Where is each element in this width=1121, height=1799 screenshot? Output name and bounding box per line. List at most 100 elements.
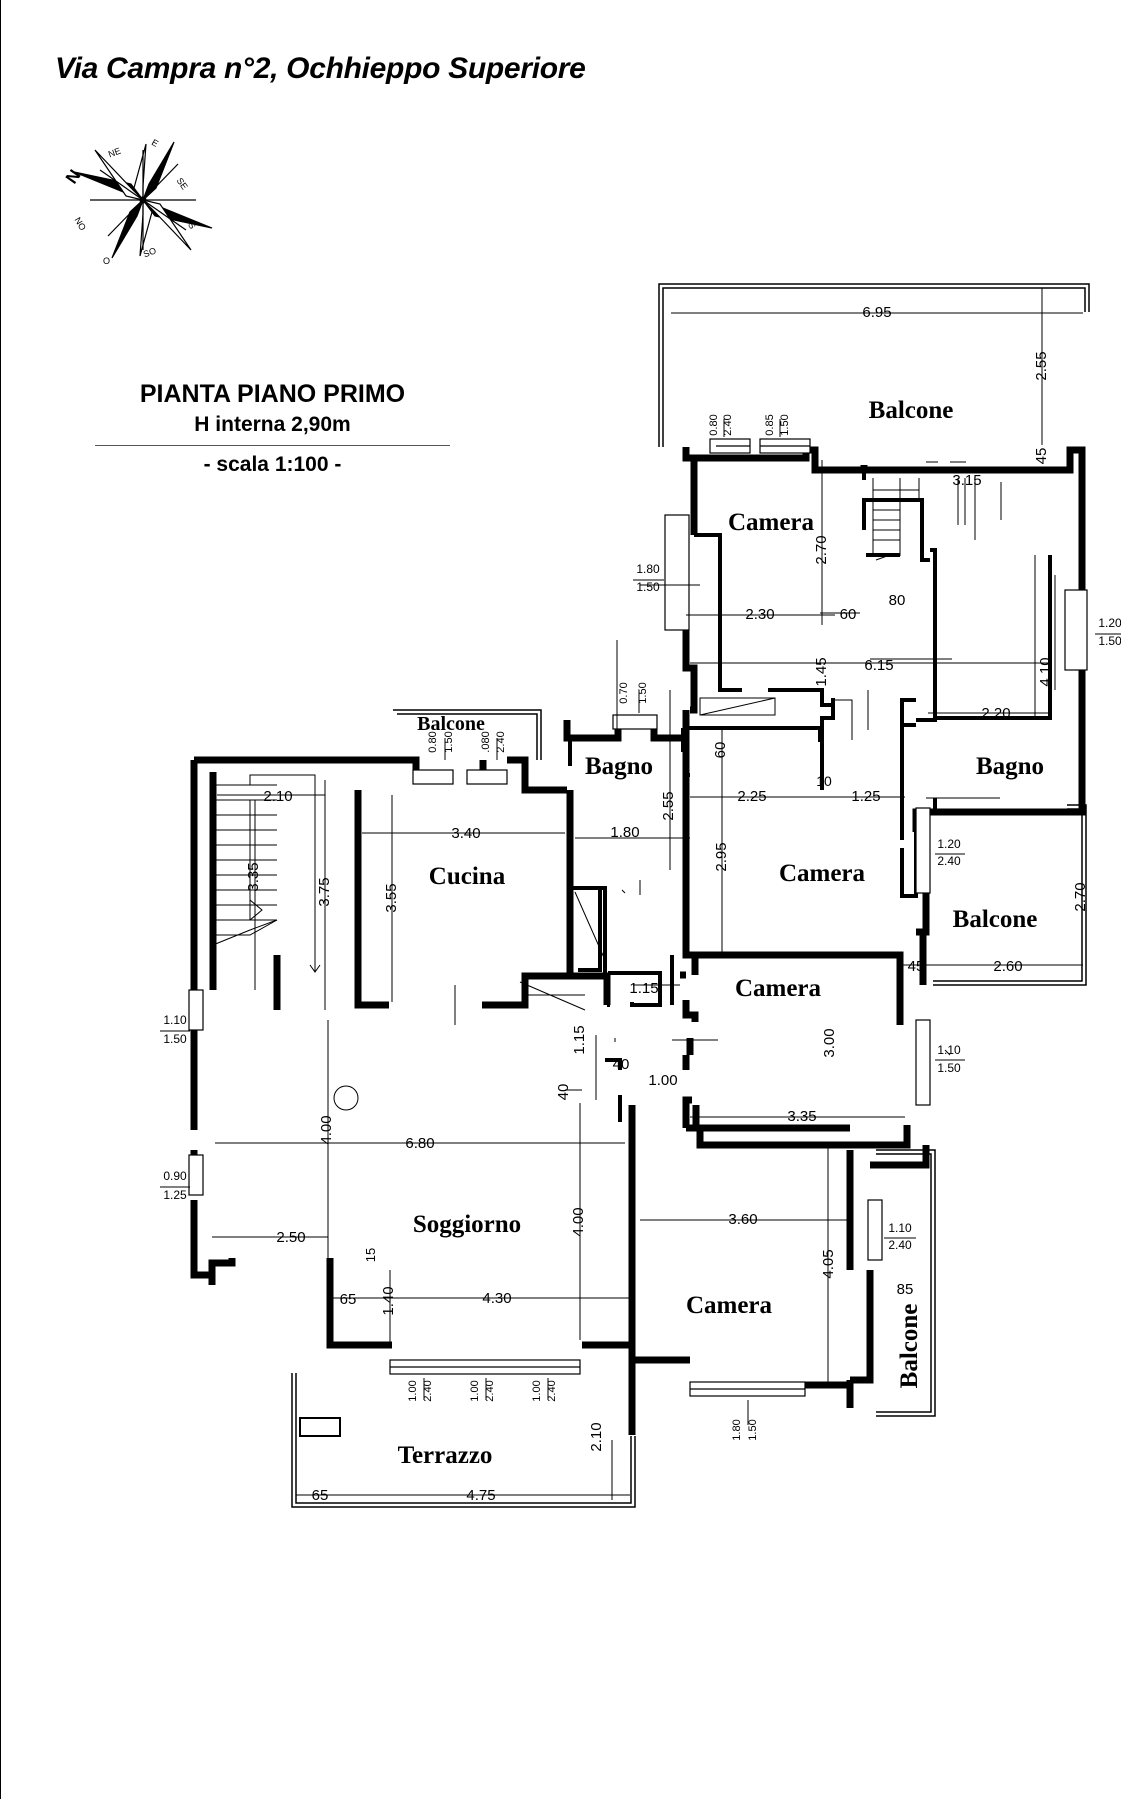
dim-375: 3.75 (316, 877, 333, 906)
opening-070: 0.70 (618, 682, 630, 703)
compass-se: SE (175, 176, 190, 192)
dim-315: 3.15 (952, 472, 981, 489)
dim-430: 4.30 (482, 1290, 511, 1307)
dim-615: 6.15 (864, 657, 893, 674)
compass-no: NO (73, 216, 88, 233)
opening-240b: 2.40 (495, 731, 507, 752)
dim-680: 6.80 (405, 1135, 434, 1152)
compass-n: N (62, 166, 85, 187)
dim-400a: 4.00 (318, 1115, 335, 1144)
opening-090: 0.90 (163, 1169, 187, 1183)
address-title: Via Campra n°2, Ochhieppo Superiore (55, 52, 586, 85)
dim-340: 3.40 (451, 825, 480, 842)
dim-225: 2.25 (737, 788, 766, 805)
room-camera-mid: Camera (779, 860, 866, 887)
room-balcone-small: Balcone (417, 713, 485, 735)
dim-335b: 3.35 (787, 1108, 816, 1125)
opening-150f: 1.50 (163, 1032, 187, 1046)
dim-115a: 1.15 (629, 980, 658, 997)
dim-40a: 40 (613, 1056, 630, 1073)
opening-120a: 1.20 (1098, 616, 1121, 630)
opening-240e: 2.40 (422, 1380, 434, 1401)
opening-180: 1.80 (636, 562, 660, 576)
dim-45a: 45 (1033, 448, 1050, 465)
opening-080c: .080 (480, 731, 492, 752)
dim-335a: 3.35 (245, 862, 262, 891)
room-balcone-top: Balcone (869, 397, 954, 424)
plan-title: PIANTA PIANO PRIMO (139, 380, 406, 408)
opening-120b: 1.20 (937, 837, 961, 851)
opening-180b: 1.80 (731, 1419, 743, 1440)
opening-240a: 2.40 (722, 414, 734, 435)
walls (190, 446, 1086, 1435)
dim-15: 15 (363, 1248, 378, 1262)
dim-295: 2.95 (713, 842, 730, 871)
staircases (212, 461, 966, 973)
opening-150b: 1.50 (636, 580, 660, 594)
compass-o: O (103, 256, 110, 266)
dim-125: 1.25 (851, 788, 880, 805)
opening-100c: 1.00 (531, 1380, 543, 1401)
room-bagno-right: Bagno (976, 753, 1044, 780)
compass-so: SO (142, 245, 158, 259)
opening-085: 0.85 (764, 414, 776, 435)
room-camera-top: Camera (728, 509, 815, 536)
opening-110a: 1.10 (163, 1013, 187, 1027)
opening-150d: 1.50 (637, 682, 649, 703)
opening-240f: 2.40 (484, 1380, 496, 1401)
dim-255b: 2.55 (660, 791, 677, 820)
dim-65a: 65 (340, 1291, 357, 1308)
dim-400b: 4.00 (570, 1207, 587, 1236)
opening-150e: 1.50 (443, 731, 455, 752)
room-camera-bottom: Camera (686, 1292, 773, 1319)
dim-230: 2.30 (745, 606, 774, 623)
room-cucina: Cucina (429, 863, 506, 890)
dim-85: 85 (897, 1281, 914, 1298)
opening-150g: 1.50 (937, 1061, 961, 1075)
doors-and-fixtures (333, 478, 1002, 1111)
dim-210a: 2.10 (263, 788, 292, 805)
dim-80: 80 (889, 592, 906, 609)
dim-40b: 40 (555, 1084, 572, 1101)
dim-410: 4.10 (1037, 657, 1054, 686)
opening-150c: 1.50 (1098, 634, 1121, 648)
opening-125: 1.25 (163, 1188, 187, 1202)
opening-240g: 2.40 (546, 1380, 558, 1401)
dimension-lines (212, 288, 1083, 1500)
dim-220: 2.20 (981, 705, 1010, 722)
plan-scale: - scala 1:100 - (203, 453, 342, 476)
opening-240d: 2.40 (888, 1238, 912, 1252)
opening-labels: 0.80 2.40 0.85 1.50 1.80 1.50 1.20 1.50 … (163, 414, 1121, 1440)
dim-60b: 60 (712, 742, 729, 759)
opening-080: 0.80 (708, 414, 720, 435)
opening-110c: 1.10 (888, 1221, 912, 1235)
windows (188, 438, 1088, 1397)
opening-label-rules (160, 419, 1121, 1425)
plan-legend: PIANTA PIANO PRIMO H interna 2,90m - sca… (95, 380, 450, 477)
opening-080b: 0.80 (427, 731, 439, 752)
legend-divider (95, 445, 450, 446)
dim-270b: 2.70 (1072, 882, 1089, 911)
dim-405: 4.05 (820, 1249, 837, 1278)
room-balcone-vertical: Balcone (896, 1304, 923, 1389)
compass-e: E (150, 137, 160, 149)
opening-150a: 1.50 (779, 414, 791, 435)
room-camera-small: Camera (735, 975, 822, 1002)
opening-110b: 1.10 (937, 1043, 961, 1057)
dim-140: 1.40 (380, 1286, 397, 1315)
dim-355: 3.55 (383, 883, 400, 912)
compass-ne: NE (107, 146, 122, 160)
page-left-border (0, 0, 1, 1799)
dim-100: 1.00 (648, 1072, 677, 1089)
compass-s: S (186, 220, 198, 230)
dim-255a: 2.55 (1033, 351, 1050, 380)
interior-walls (568, 470, 1052, 1122)
room-bagno-mid: Bagno (585, 753, 653, 780)
dim-250: 2.50 (276, 1229, 305, 1246)
dimension-labels: 6.95 2.55 45 3.15 2.70 2.30 60 80 6.15 1… (245, 304, 1089, 1504)
dim-270a: 2.70 (813, 535, 830, 564)
dim-260: 2.60 (993, 958, 1022, 975)
dim-180: 1.80 (610, 824, 639, 841)
